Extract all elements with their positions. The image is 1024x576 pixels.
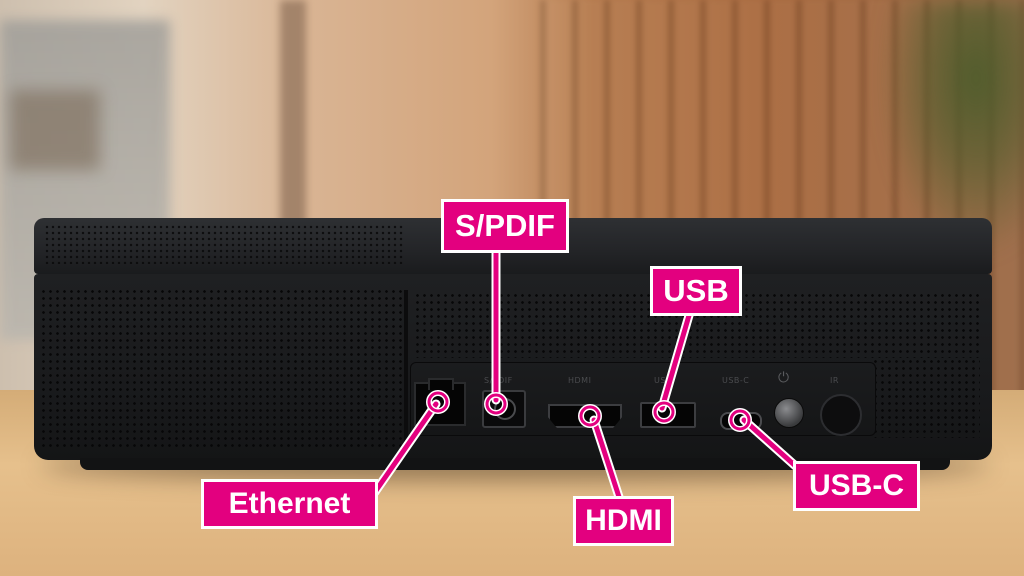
hdmi-marker: [579, 405, 601, 427]
background-plant: [880, 0, 1024, 260]
usb-marker: [653, 401, 675, 423]
power-button: [774, 398, 804, 428]
panel-divider: [404, 290, 408, 450]
ethernet-marker: [427, 391, 449, 413]
spdif-marker: [485, 393, 507, 415]
background-frame-detail: [10, 90, 100, 170]
usb-leader-line: [659, 309, 693, 411]
ethernet-leader-line: [372, 401, 439, 495]
hdmi-port-label: HDMI: [568, 376, 592, 385]
ethernet-callout: Ethernet: [201, 479, 378, 529]
usbc-marker: [729, 409, 751, 431]
usb-callout: USB: [650, 266, 742, 316]
left-speaker-grille: [40, 288, 404, 448]
hdmi-leader-line: [591, 417, 623, 503]
usbc-leader-line: [741, 417, 803, 473]
spdif-callout: S/PDIF: [441, 199, 569, 253]
usb-port-label: USB: [654, 376, 672, 385]
hdmi-callout: HDMI: [573, 496, 674, 546]
power-icon: ⏻: [778, 370, 790, 386]
usbc-port-label: USB-C: [722, 376, 750, 385]
right-speaker-grille-lower: [872, 358, 980, 438]
device-foot: [80, 458, 950, 470]
lid-speaker-grille: [44, 224, 404, 264]
ir-label: IR: [830, 376, 839, 385]
ir-receiver-window: [820, 394, 862, 436]
usbc-callout: USB-C: [793, 461, 920, 511]
